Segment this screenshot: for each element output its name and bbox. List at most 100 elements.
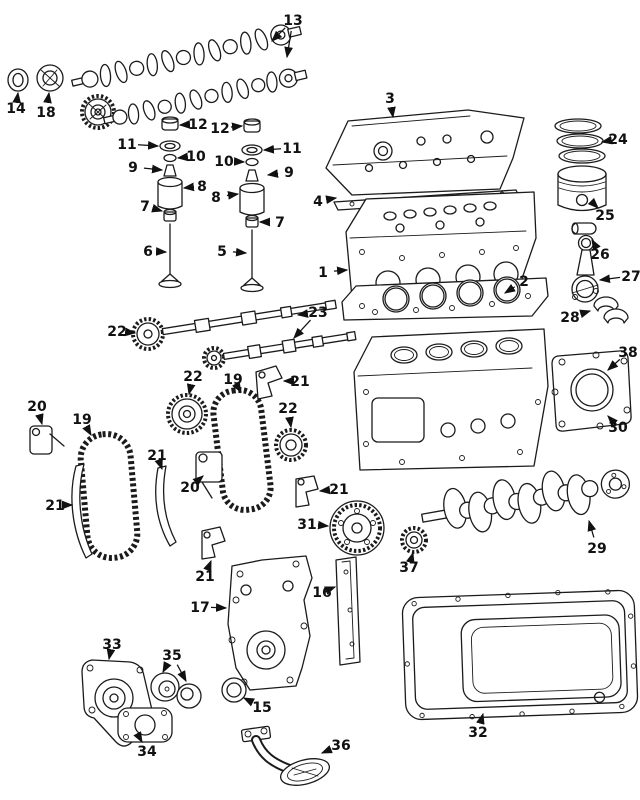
callout-34: 34 xyxy=(137,744,157,760)
callout-7-arrow xyxy=(151,203,164,213)
callout-21: 21 xyxy=(147,448,166,464)
callout-10: 10 xyxy=(186,149,206,165)
callout-20-arrow xyxy=(192,475,204,486)
cylinder-head xyxy=(345,191,537,299)
callout-11-arrow xyxy=(137,140,160,150)
callout-8: 8 xyxy=(211,190,221,206)
callout-3: 3 xyxy=(385,91,395,107)
timing-chain-middle xyxy=(210,387,274,513)
chain-guide-middle xyxy=(155,465,177,547)
valve-spring-seat-left xyxy=(163,208,177,222)
callout-17-arrow xyxy=(210,603,228,612)
callout-25-arrow xyxy=(587,197,599,209)
valve-stem-seal-left xyxy=(163,164,177,177)
idler-gear-large xyxy=(166,393,208,435)
piston xyxy=(557,165,607,212)
callout-2: 2 xyxy=(519,274,529,290)
exhaust-valve xyxy=(240,229,264,293)
callout-20: 20 xyxy=(27,399,47,415)
connecting-rod xyxy=(571,234,599,303)
callout-38-arrow xyxy=(607,358,621,371)
piston-pin xyxy=(571,222,597,235)
callout-8-arrow xyxy=(182,182,195,192)
oil-pan xyxy=(401,589,639,721)
callout-27: 27 xyxy=(621,269,640,285)
valve-keeper-left xyxy=(161,116,179,131)
callout-9: 9 xyxy=(284,165,294,181)
guide-bracket-right xyxy=(295,475,319,508)
spring-retainer-left xyxy=(159,140,181,152)
cam-seal xyxy=(36,64,64,92)
balance-shaft-2 xyxy=(202,331,357,370)
callout-22: 22 xyxy=(183,369,202,385)
chain-tensioner-middle xyxy=(195,451,223,499)
callout-22-arrow xyxy=(186,383,196,396)
callout-6: 6 xyxy=(143,244,153,260)
callout-23-arrow xyxy=(293,319,311,339)
oil-pump-rotors xyxy=(150,672,202,709)
oil-pickup-tube xyxy=(240,725,330,786)
callout-33-arrow xyxy=(106,648,116,661)
valve-stem-seal-right xyxy=(245,169,259,182)
valve-cover xyxy=(325,109,525,196)
callout-32-arrow xyxy=(476,712,485,725)
callout-13-arrow xyxy=(271,27,286,42)
timing-chain-left xyxy=(77,431,141,561)
spring-seat-right xyxy=(245,157,259,167)
callout-23: 23 xyxy=(308,305,327,321)
callout-26-arrow xyxy=(591,238,601,251)
callout-24-arrow xyxy=(600,135,613,145)
callout-21: 21 xyxy=(195,569,214,585)
callout-10: 10 xyxy=(214,154,234,170)
callout-28: 28 xyxy=(560,310,579,326)
callout-10-arrow xyxy=(176,152,189,162)
callout-18-arrow xyxy=(43,91,52,104)
callout-21: 21 xyxy=(290,374,309,390)
callout-19: 19 xyxy=(223,372,242,388)
callout-24: 24 xyxy=(608,132,628,148)
callout-9: 9 xyxy=(128,160,138,176)
callout-36-arrow xyxy=(320,745,333,754)
callout-35-arrow xyxy=(176,664,187,683)
callout-21-arrow xyxy=(203,559,212,572)
callout-12: 12 xyxy=(210,121,229,137)
callout-7: 7 xyxy=(275,215,285,231)
callout-21-arrow xyxy=(154,458,163,471)
rod-bearings xyxy=(593,296,629,324)
timing-cover-gasket xyxy=(335,556,361,666)
callout-31-arrow xyxy=(317,520,330,530)
callout-13-arrow xyxy=(284,30,293,59)
callout-22: 22 xyxy=(278,401,297,417)
crank-gear xyxy=(400,526,428,554)
callout-8-arrow xyxy=(226,191,240,200)
callout-13: 13 xyxy=(283,13,302,29)
callout-5: 5 xyxy=(217,244,227,260)
callout-12-arrow xyxy=(230,122,244,132)
callout-20: 20 xyxy=(180,480,200,496)
callout-27-arrow xyxy=(598,274,621,284)
piston-rings xyxy=(554,118,606,164)
callout-38: 38 xyxy=(618,345,637,361)
callout-8: 8 xyxy=(197,179,207,195)
callout-35: 35 xyxy=(162,648,181,664)
callout-11: 11 xyxy=(117,137,136,153)
spring-retainer-right xyxy=(241,144,263,156)
callout-16-arrow xyxy=(324,586,337,595)
callout-1-arrow xyxy=(333,266,349,276)
callout-4-arrow xyxy=(325,195,338,204)
callout-17: 17 xyxy=(190,600,209,616)
callout-28-arrow xyxy=(579,309,592,319)
callout-9-arrow xyxy=(266,169,279,178)
cam-plug xyxy=(7,68,29,92)
callout-30: 30 xyxy=(608,420,628,436)
crank-pulley xyxy=(329,500,385,556)
callout-12: 12 xyxy=(188,117,207,133)
callout-14-arrow xyxy=(12,91,22,104)
callout-19-arrow xyxy=(82,424,92,437)
callout-19-arrow xyxy=(232,381,242,394)
callout-37: 37 xyxy=(399,560,418,576)
intake-valve xyxy=(158,223,182,289)
callout-11: 11 xyxy=(282,141,301,157)
